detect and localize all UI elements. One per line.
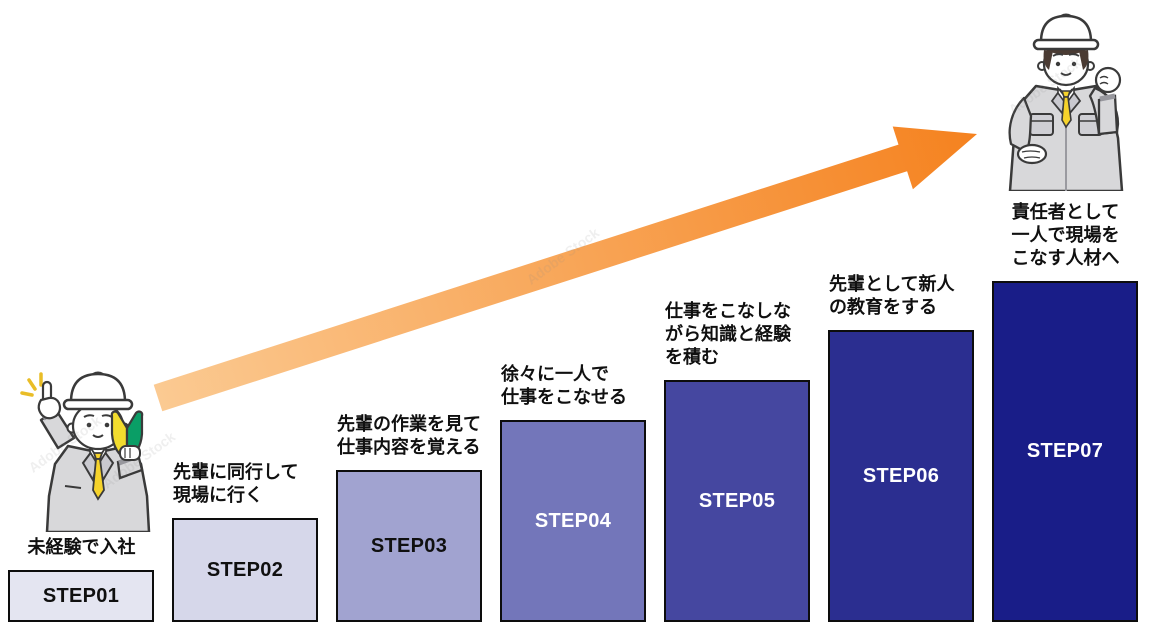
step-name: STEP01 (42, 584, 120, 607)
step-bar-2: STEP02 (172, 518, 318, 622)
pointing-arm (37, 380, 76, 450)
step-bar-4: STEP04 (500, 420, 646, 622)
step-description: 先輩の作業を見て仕事内容を覚える (337, 413, 482, 459)
step-column-7: 責任者として一人で現場をこなす人材へ STEP07 (992, 201, 1138, 622)
step-description: 未経験で入社 (9, 536, 154, 559)
step-description-line: 先輩の作業を見て (337, 414, 481, 434)
step-column-6: 先輩として新人の教育をする STEP06 (828, 273, 974, 622)
step-column-5: 仕事をこなしながら知識と経験を積む STEP05 (664, 300, 810, 622)
step-column-1: 未経験で入社 STEP01 (8, 536, 154, 622)
step-description-line: がら知識と経験 (665, 324, 791, 344)
step-bar-1: STEP01 (8, 570, 154, 622)
step-description-line: 徐々に一人で (501, 364, 609, 384)
helmet-icon (62, 371, 134, 411)
step-description-line: の教育をする (829, 297, 937, 317)
step-bar-3: STEP03 (336, 470, 482, 622)
sparkle-icon (20, 372, 43, 397)
step-description-line: 仕事内容を覚える (337, 437, 481, 457)
step-description-line: 未経験で入社 (27, 537, 136, 557)
helmet-icon (1032, 13, 1100, 51)
step-description-line: 先輩として新人 (829, 274, 955, 294)
step-description-line: 仕事をこなしな (665, 301, 791, 321)
leader-worker-illustration (1008, 13, 1124, 191)
step-bar-7: STEP07 (992, 281, 1138, 622)
shirt-and-tie (1057, 85, 1075, 129)
step-description-line: 一人で現場を (1011, 225, 1120, 245)
step-description-line: 先輩に同行して (173, 462, 299, 482)
beginner-worker-illustration (20, 371, 151, 532)
step-name: STEP06 (862, 464, 940, 487)
holding-hand (116, 445, 144, 480)
step-description-line: 責任者として (1011, 202, 1120, 222)
step-description-line: を積む (665, 347, 719, 367)
shirt-and-tie (89, 444, 107, 501)
step-name: STEP04 (534, 509, 612, 532)
step-column-3: 先輩の作業を見て仕事内容を覚える STEP03 (336, 413, 482, 622)
akimbo-arm (1008, 96, 1048, 165)
step-column-4: 徐々に一人で仕事をこなせる STEP04 (500, 363, 646, 622)
step-description: 徐々に一人で仕事をこなせる (501, 363, 646, 409)
step-column-2: 先輩に同行して現場に行く STEP02 (172, 461, 318, 622)
step-description: 責任者として一人で現場をこなす人材へ (993, 201, 1138, 270)
step-description-line: 仕事をこなせる (501, 387, 627, 407)
step-name: STEP02 (206, 558, 284, 581)
step-description-line: こなす人材へ (1011, 248, 1120, 268)
step-name: STEP07 (1026, 440, 1104, 462)
step-name: STEP03 (370, 534, 448, 557)
step-description: 先輩に同行して現場に行く (173, 461, 318, 507)
step-description: 仕事をこなしながら知識と経験を積む (665, 300, 810, 369)
step-description-line: 現場に行く (173, 485, 263, 505)
fist-pump-arm (1088, 66, 1122, 136)
step-bar-5: STEP05 (664, 380, 810, 622)
face (1037, 41, 1095, 87)
step-bar-6: STEP06 (828, 330, 974, 622)
step-name: STEP05 (698, 489, 776, 512)
step-description: 先輩として新人の教育をする (829, 273, 974, 319)
